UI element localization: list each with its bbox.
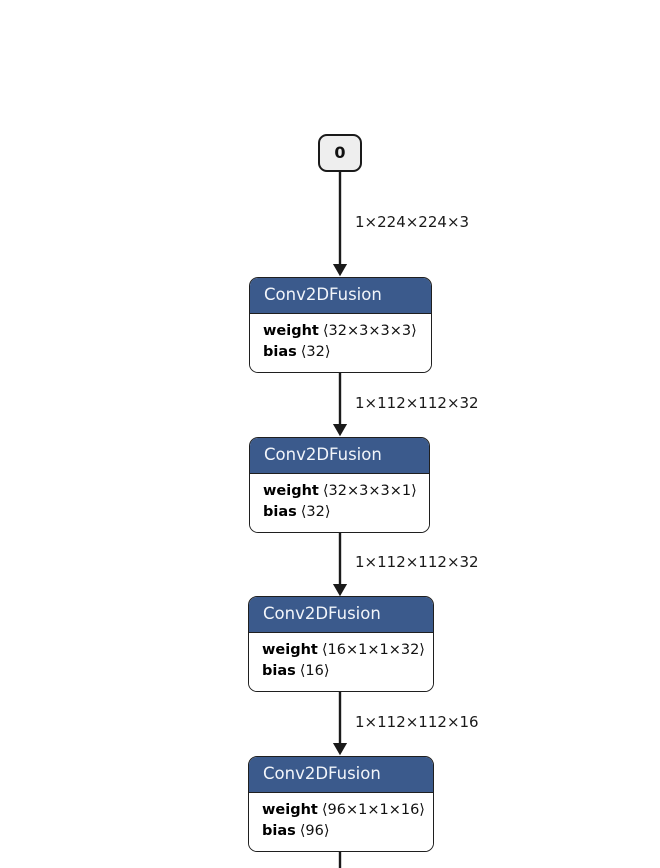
- graph-input-node[interactable]: 0: [318, 134, 362, 172]
- attr-key-bias: bias: [262, 822, 296, 839]
- attr-key-bias: bias: [263, 503, 297, 520]
- attr-value-weight: ⟨16×1×1×32⟩: [321, 641, 425, 658]
- edge-label-conv3-to-conv4: 1×112×112×16: [355, 713, 479, 731]
- graph-node-conv2dfusion-4-attr-weight: weight⟨96×1×1×16⟩: [262, 800, 425, 821]
- graph-node-conv2dfusion-3-header: Conv2DFusion: [249, 597, 433, 633]
- graph-node-conv2dfusion-4-header: Conv2DFusion: [249, 757, 433, 793]
- edge-label-conv1-to-conv2: 1×112×112×32: [355, 394, 479, 412]
- graph-node-conv2dfusion-1-attr-weight: weight⟨32×3×3×3⟩: [263, 321, 419, 342]
- attr-value-weight: ⟨32×3×3×3⟩: [322, 322, 417, 339]
- graph-node-conv2dfusion-3-attr-bias: bias⟨16⟩: [262, 661, 421, 682]
- graph-node-conv2dfusion-2[interactable]: Conv2DFusion weight⟨32×3×3×1⟩ bias⟨32⟩: [249, 437, 430, 533]
- graph-node-conv2dfusion-2-header: Conv2DFusion: [250, 438, 429, 474]
- graph-node-conv2dfusion-2-attr-weight: weight⟨32×3×3×1⟩: [263, 481, 417, 502]
- attr-key-weight: weight: [262, 801, 318, 818]
- graph-node-conv2dfusion-3-body: weight⟨16×1×1×32⟩ bias⟨16⟩: [249, 632, 433, 691]
- edge-label-conv2-to-conv3: 1×112×112×32: [355, 553, 479, 571]
- graph-node-conv2dfusion-1-body: weight⟨32×3×3×3⟩ bias⟨32⟩: [250, 313, 431, 372]
- attr-value-bias: ⟨32⟩: [300, 503, 331, 520]
- graph-node-conv2dfusion-3-attr-weight: weight⟨16×1×1×32⟩: [262, 640, 425, 661]
- attr-value-bias: ⟨96⟩: [299, 822, 330, 839]
- attr-value-weight: ⟨32×3×3×1⟩: [322, 482, 417, 499]
- graph-node-conv2dfusion-1[interactable]: Conv2DFusion weight⟨32×3×3×3⟩ bias⟨32⟩: [249, 277, 432, 373]
- graph-input-node-label: 0: [334, 143, 346, 162]
- attr-value-weight: ⟨96×1×1×16⟩: [321, 801, 425, 818]
- attr-key-weight: weight: [262, 641, 318, 658]
- graph-node-conv2dfusion-2-body: weight⟨32×3×3×1⟩ bias⟨32⟩: [250, 473, 429, 532]
- attr-key-weight: weight: [263, 482, 319, 499]
- graph-node-conv2dfusion-4-attr-bias: bias⟨96⟩: [262, 821, 421, 842]
- graph-node-conv2dfusion-2-attr-bias: bias⟨32⟩: [263, 502, 417, 523]
- attr-value-bias: ⟨32⟩: [300, 343, 331, 360]
- attr-key-bias: bias: [263, 343, 297, 360]
- graph-node-conv2dfusion-4[interactable]: Conv2DFusion weight⟨96×1×1×16⟩ bias⟨96⟩: [248, 756, 434, 852]
- graph-node-conv2dfusion-1-header: Conv2DFusion: [250, 278, 431, 314]
- graph-node-conv2dfusion-1-attr-bias: bias⟨32⟩: [263, 342, 419, 363]
- attr-value-bias: ⟨16⟩: [299, 662, 330, 679]
- edge-label-input-to-conv1: 1×224×224×3: [355, 213, 470, 231]
- graph-node-conv2dfusion-4-body: weight⟨96×1×1×16⟩ bias⟨96⟩: [249, 792, 433, 851]
- graph-node-conv2dfusion-3[interactable]: Conv2DFusion weight⟨16×1×1×32⟩ bias⟨16⟩: [248, 596, 434, 692]
- attr-key-weight: weight: [263, 322, 319, 339]
- attr-key-bias: bias: [262, 662, 296, 679]
